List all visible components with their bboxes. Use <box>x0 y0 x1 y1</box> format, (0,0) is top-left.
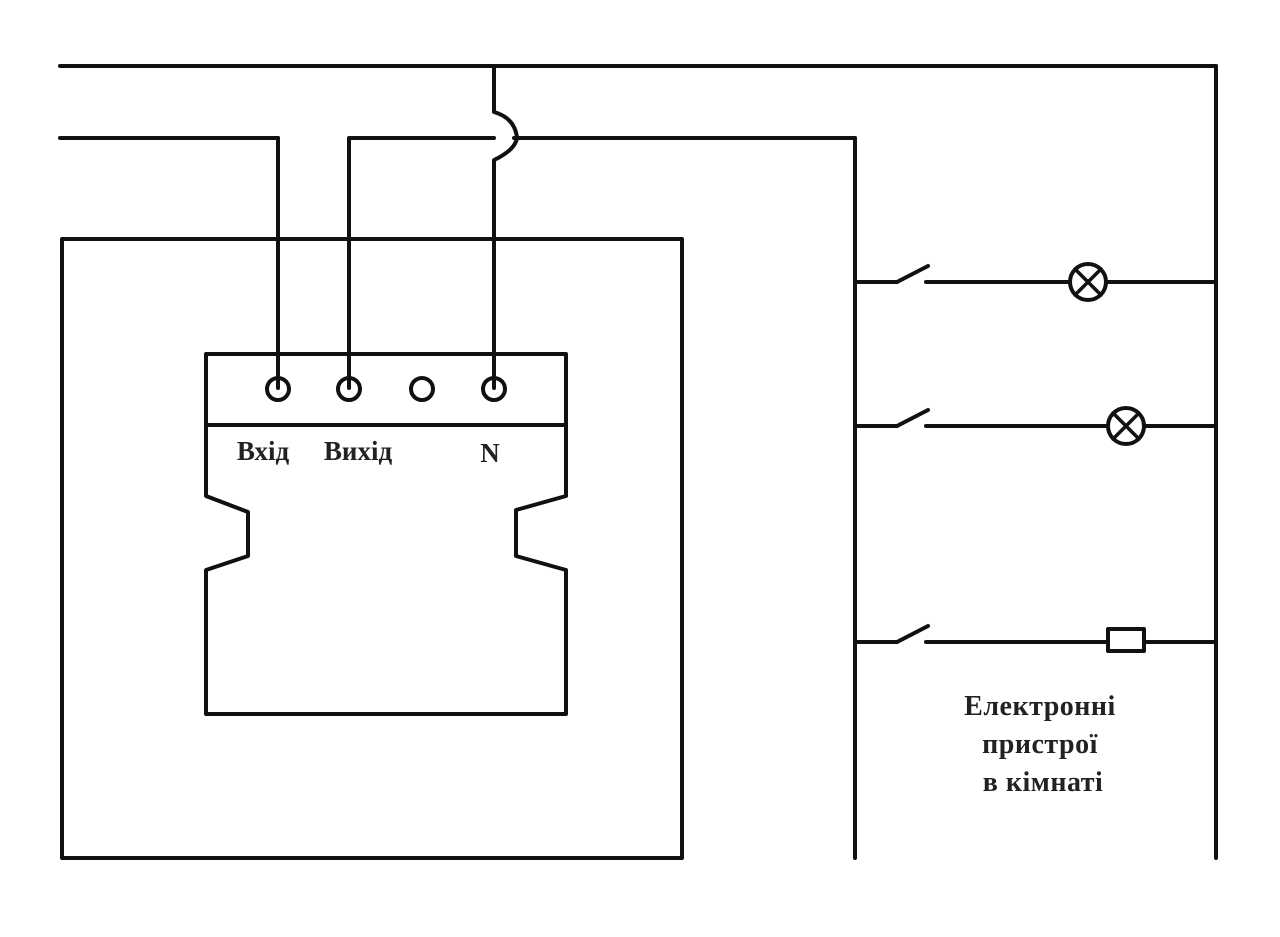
resistor-icon <box>1106 627 1146 653</box>
output-wire <box>347 136 496 390</box>
room-label-line-3: в кімнаті <box>983 767 1104 798</box>
neutral-drop-crossover <box>492 64 519 390</box>
lamp-cross-b <box>1111 411 1141 441</box>
terminal-neutral-icon <box>481 376 507 402</box>
terminal-output-icon <box>336 376 362 402</box>
terminal-unused-icon <box>409 376 435 402</box>
terminal-label-output: Вихід <box>324 436 393 466</box>
branch-3 <box>853 624 1218 653</box>
terminal-input-icon <box>265 376 291 402</box>
lamp-cross-b <box>1073 267 1103 297</box>
room-label-line-1: Електронні <box>964 691 1116 722</box>
room-label-line-2: пристрої <box>982 729 1098 760</box>
branch-1 <box>853 262 1218 302</box>
branch-2 <box>853 406 1218 446</box>
switch-icon <box>895 624 930 644</box>
device-body <box>204 352 568 716</box>
enclosure-outline <box>60 237 684 860</box>
terminal-label-neutral: N <box>480 438 500 468</box>
switch-icon <box>895 264 930 284</box>
switch-icon <box>895 408 930 428</box>
terminal-label-input: Вхід <box>237 436 290 466</box>
